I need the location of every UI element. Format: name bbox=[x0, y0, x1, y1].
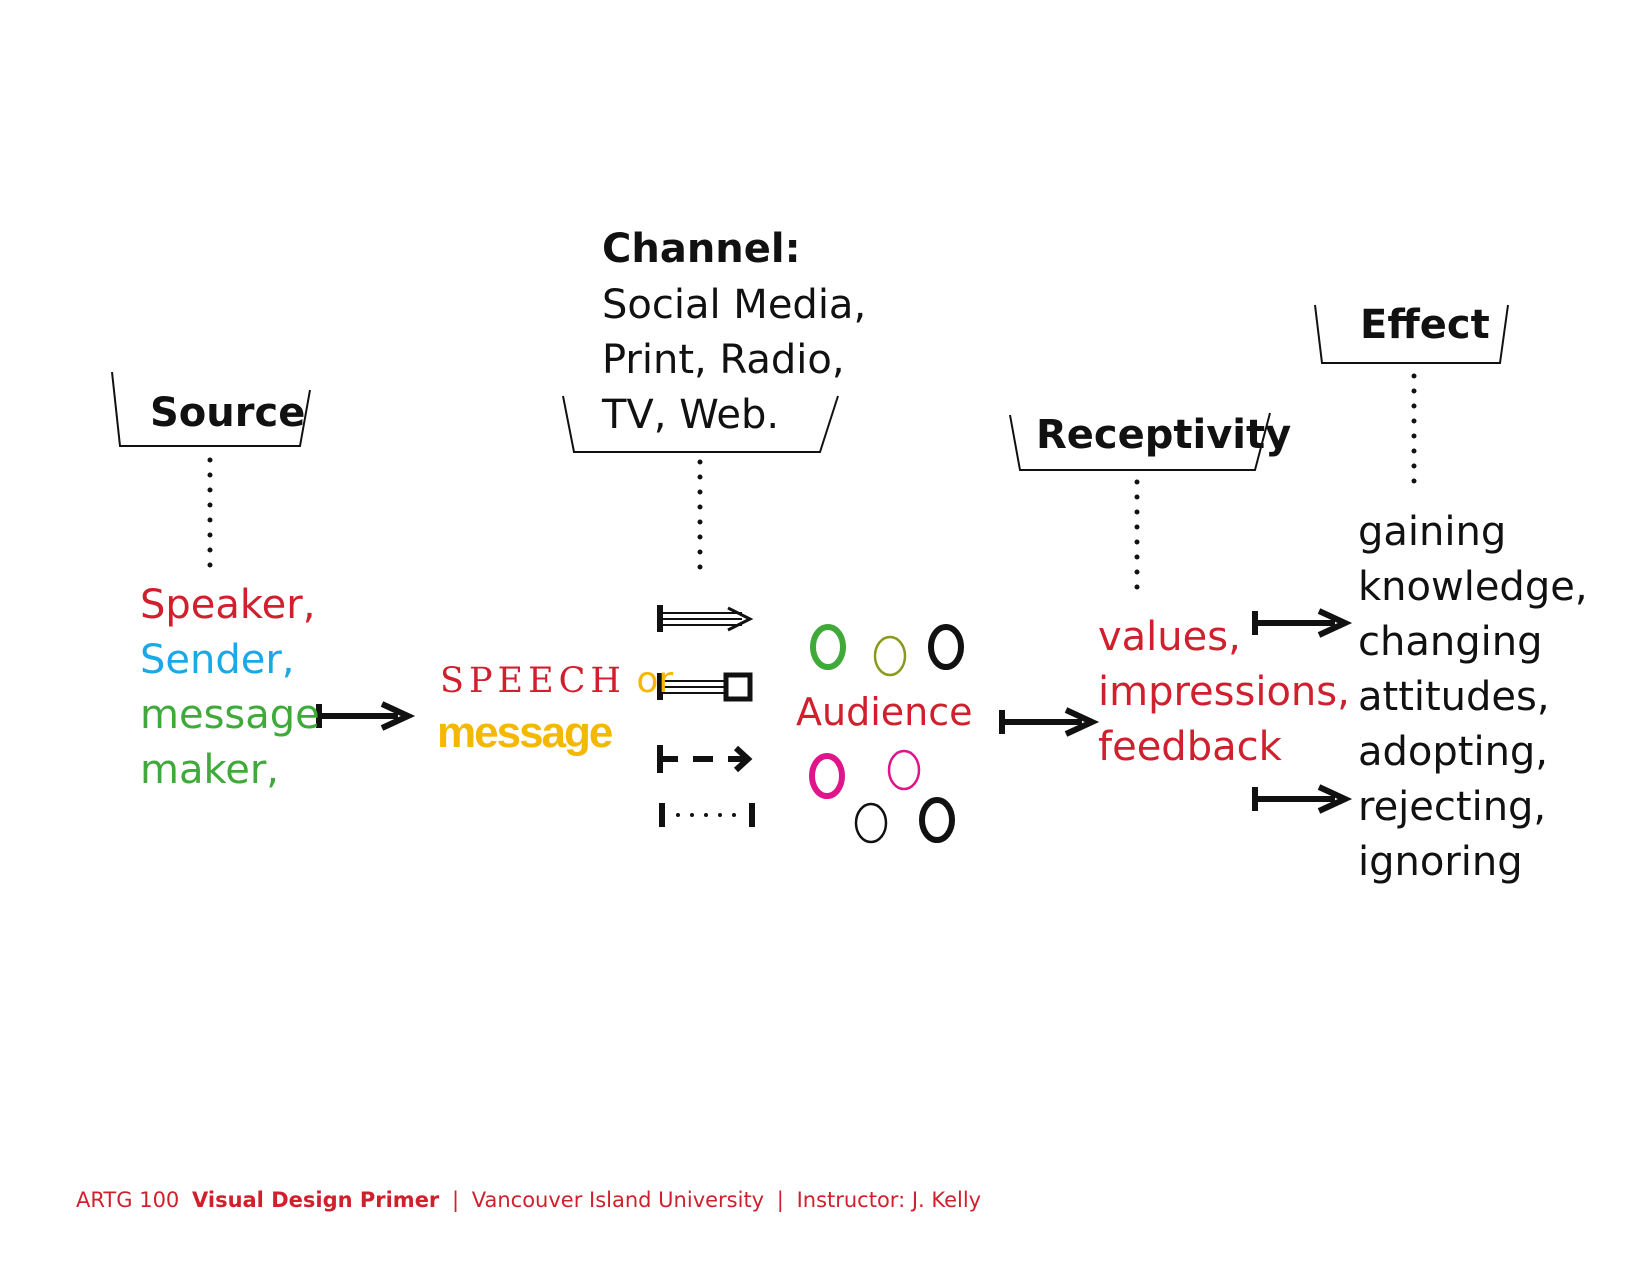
source-description: Speaker, Sender, message maker, bbox=[140, 578, 320, 798]
source-bracket bbox=[111, 371, 311, 447]
channel-dashed-arrow bbox=[657, 745, 753, 773]
effect-heading: Effect bbox=[1360, 302, 1490, 348]
source-to-speech-arrow bbox=[316, 701, 416, 731]
footer: ARTG 100 Visual Design Primer | Vancouve… bbox=[76, 1188, 981, 1212]
receptivity-to-effect-arrow-top bbox=[1252, 608, 1353, 638]
speech-word: SPEECH bbox=[440, 661, 626, 701]
footer-instructor: Instructor: J. Kelly bbox=[796, 1188, 982, 1212]
audience-person-black-thin bbox=[854, 802, 888, 844]
channel-line-3: TV, Web. bbox=[602, 392, 780, 438]
footer-separator-1: | bbox=[451, 1188, 460, 1212]
effect-bracket bbox=[1314, 304, 1509, 364]
source-line-sender: Sender, bbox=[140, 637, 295, 683]
or-word: or bbox=[636, 660, 674, 701]
effect-line-5: adopting, bbox=[1358, 729, 1549, 775]
receptivity-description: values, impressions, feedback bbox=[1098, 610, 1350, 775]
effect-line-3: changing bbox=[1358, 619, 1543, 665]
effect-line-6: rejecting, bbox=[1358, 784, 1547, 830]
audience-person-black-bottom bbox=[919, 797, 955, 843]
channel-bracket bbox=[562, 395, 839, 453]
audience-person-black-top bbox=[928, 624, 964, 670]
source-line-maker: maker, bbox=[140, 747, 279, 793]
audience-label: Audience bbox=[796, 690, 973, 734]
audience-person-green bbox=[810, 624, 846, 670]
effect-line-4: attitudes, bbox=[1358, 674, 1550, 720]
channel-list: Social Media, Print, Radio, TV, Web. bbox=[602, 278, 866, 443]
channel-heading: Channel: bbox=[602, 226, 801, 272]
source-line-speaker: Speaker, bbox=[140, 582, 316, 628]
effect-line-1: gaining bbox=[1358, 509, 1507, 555]
channel-line-2: Print, Radio, bbox=[602, 337, 845, 383]
channel-square-end-connector bbox=[657, 672, 753, 702]
receptivity-heading: Receptivity bbox=[1036, 412, 1292, 458]
effect-line-2: knowledge, bbox=[1358, 564, 1588, 610]
channel-dotted-bar-connector bbox=[659, 803, 755, 827]
source-heading: Source bbox=[150, 390, 306, 436]
footer-separator-2: | bbox=[776, 1188, 784, 1212]
receptivity-bracket bbox=[1009, 412, 1271, 471]
audience-to-receptivity-arrow bbox=[999, 707, 1100, 737]
audience-person-magenta-thin bbox=[887, 749, 921, 791]
receptivity-line-impressions: impressions, bbox=[1098, 669, 1350, 715]
effect-list: gaining knowledge, changing attitudes, a… bbox=[1358, 505, 1588, 890]
footer-title: Visual Design Primer bbox=[191, 1188, 440, 1212]
footer-course: ARTG 100 bbox=[76, 1188, 180, 1212]
audience-person-magenta-bold bbox=[809, 753, 845, 799]
message-word: message bbox=[437, 708, 613, 757]
audience-person-olive bbox=[873, 635, 907, 677]
receptivity-line-feedback: feedback bbox=[1098, 724, 1282, 770]
footer-school: Vancouver Island University bbox=[471, 1188, 765, 1212]
channel-double-line-arrow bbox=[657, 605, 754, 632]
receptivity-line-values: values, bbox=[1098, 614, 1241, 660]
speech-or-message: SPEECH or bbox=[440, 660, 673, 701]
effect-line-7: ignoring bbox=[1358, 839, 1523, 885]
source-line-message: message bbox=[140, 692, 320, 738]
receptivity-to-effect-arrow-bottom bbox=[1252, 784, 1353, 814]
channel-line-1: Social Media, bbox=[602, 282, 867, 328]
